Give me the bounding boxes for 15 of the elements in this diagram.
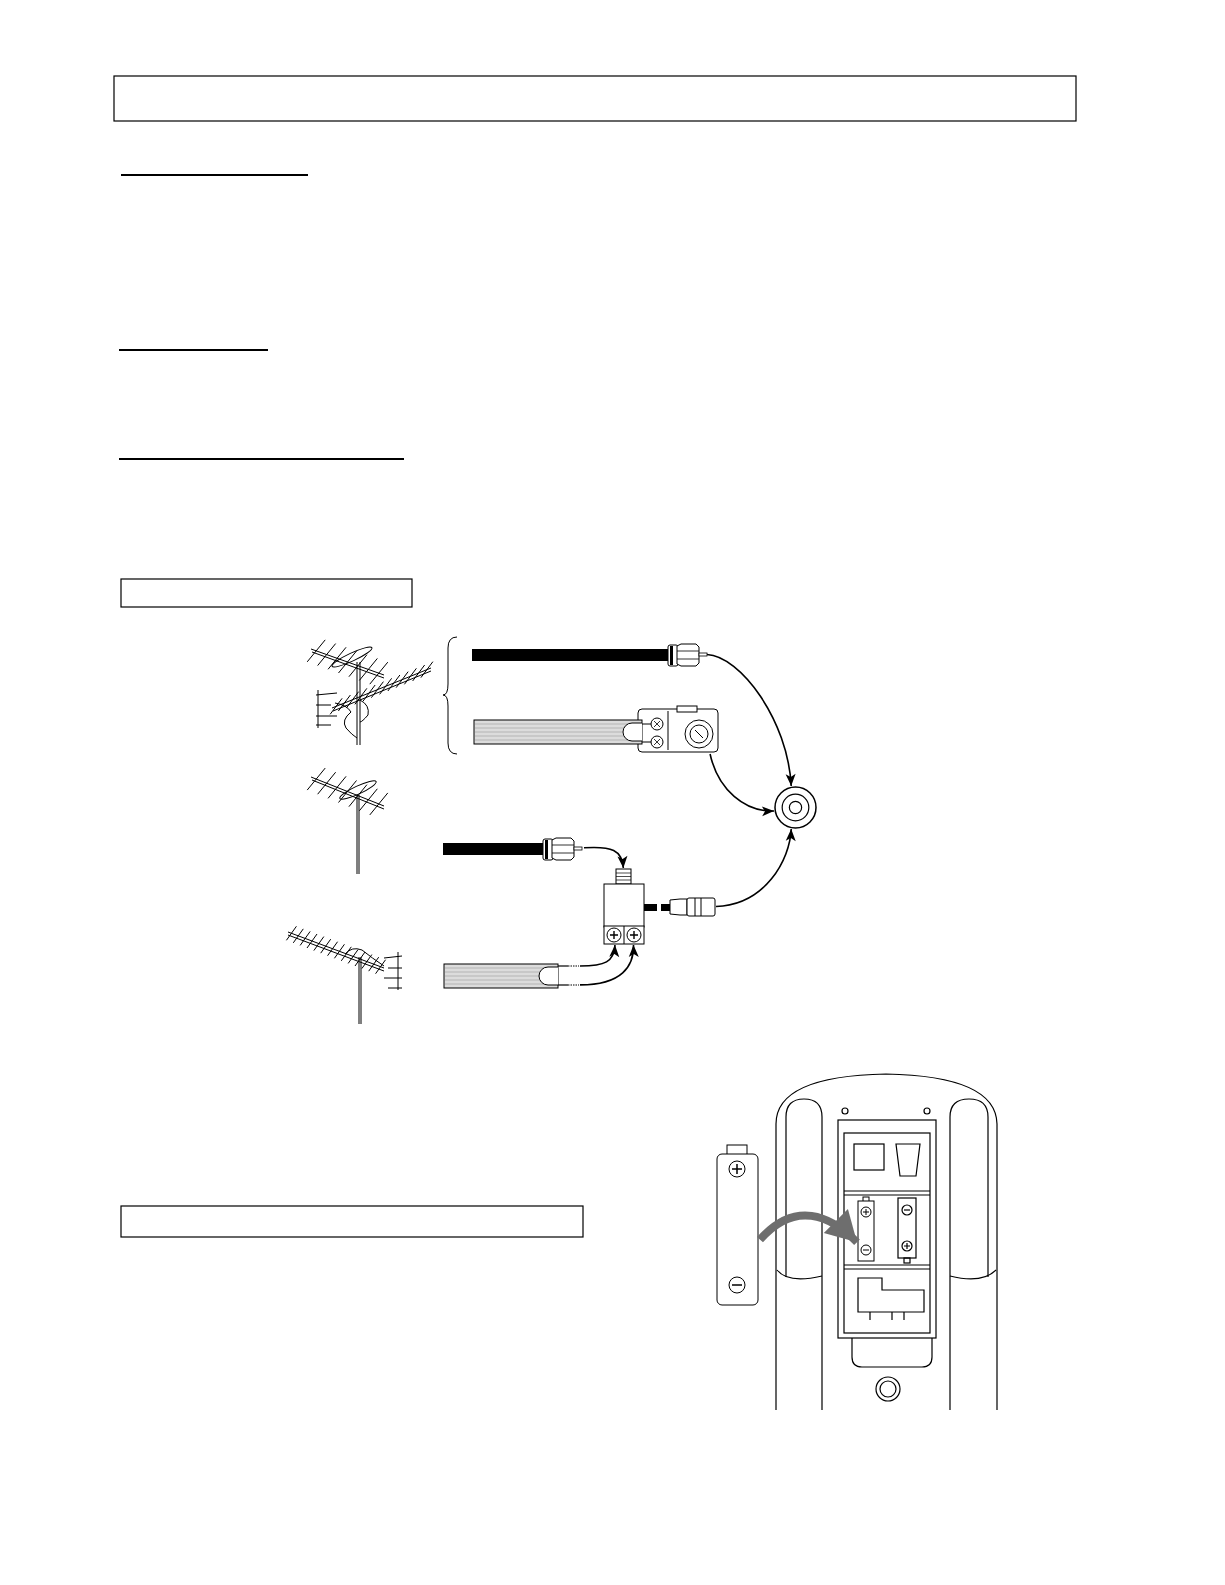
coaxial-cable-drawing — [441, 837, 584, 861]
socket-icon — [774, 786, 817, 829]
twin-lead-adapter-drawing — [472, 706, 720, 754]
arrow — [715, 828, 795, 908]
arrow — [709, 753, 775, 816]
coaxial-cable-drawing — [470, 643, 707, 667]
arrow — [583, 846, 627, 869]
battery-icon — [857, 1196, 875, 1262]
arrow — [579, 944, 639, 986]
curved-arrow — [757, 1209, 860, 1246]
arrow — [579, 944, 619, 967]
battery-drawing — [716, 1144, 760, 1306]
matching-transformer-drawing — [603, 868, 716, 945]
arrow — [706, 653, 795, 787]
twin-lead-cable-drawing — [442, 960, 580, 990]
